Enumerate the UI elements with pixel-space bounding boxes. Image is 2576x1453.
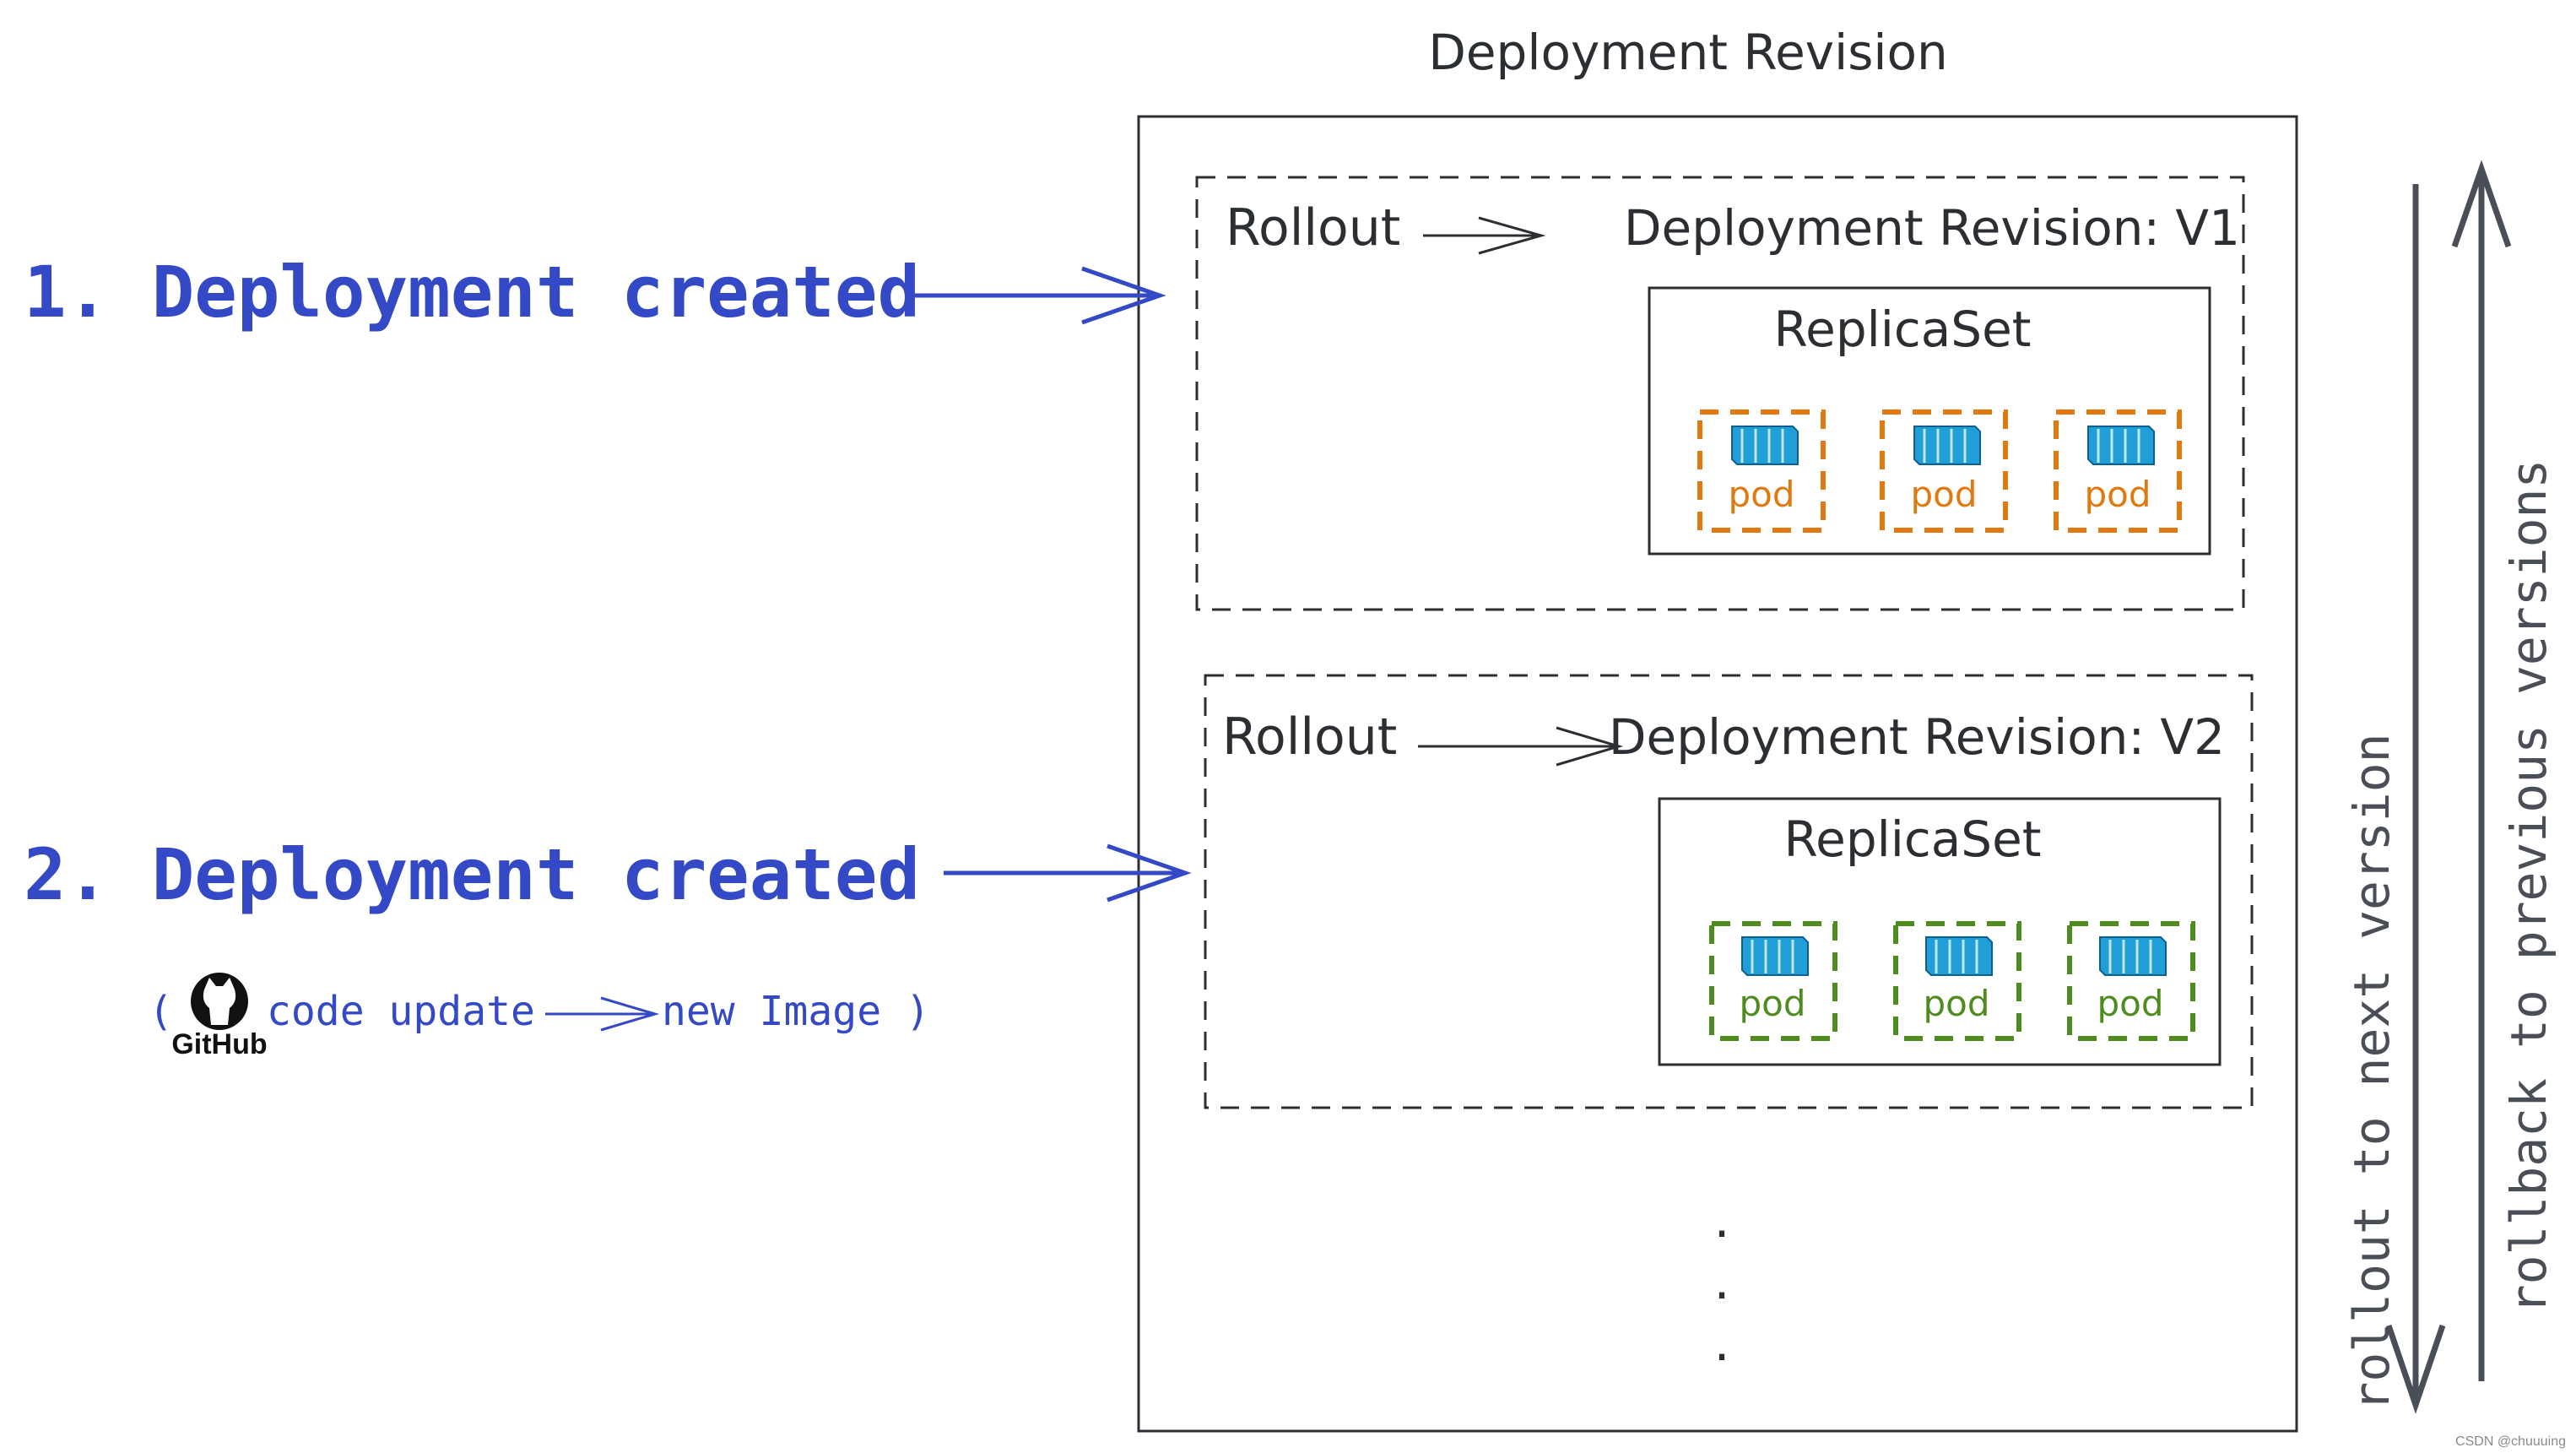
pod-label: pod <box>2084 474 2151 515</box>
step1-arrow <box>906 266 1166 325</box>
pod-v1-3: pod <box>2054 409 2182 533</box>
ellipsis-dot-3: · <box>1713 1328 1729 1387</box>
note-arrow <box>545 996 660 1032</box>
pod-label: pod <box>1739 983 1805 1024</box>
rollback-prev-arrow <box>2451 160 2512 1381</box>
ellipsis-dot-2: · <box>1713 1266 1729 1326</box>
pod-v1-1: pod <box>1697 409 1826 533</box>
rollout-next-label: rollout to next version <box>2343 733 2400 1411</box>
replicaset-v1-label: ReplicaSet <box>1773 301 2031 358</box>
container-icon <box>1925 936 1993 976</box>
diagram-title: Deployment Revision <box>1428 24 1948 81</box>
pod-label: pod <box>1923 983 1989 1024</box>
container-icon <box>1913 426 1981 465</box>
container-icon <box>1731 426 1799 465</box>
pod-label: pod <box>1728 474 1794 515</box>
pod-v2-2: pod <box>1893 921 2021 1041</box>
pod-v2-1: pod <box>1709 921 1837 1041</box>
pod-v1-2: pod <box>1880 409 2008 533</box>
container-icon <box>2099 936 2167 976</box>
footer-credit: CSDN @chuuuing <box>2455 1434 2566 1449</box>
rollback-prev-label: rollback to previous versions <box>2500 459 2557 1315</box>
github-icon <box>191 973 248 1030</box>
pod-v2-3: pod <box>2067 921 2195 1041</box>
note-code-update: code update <box>267 988 535 1035</box>
replicaset-v2-box <box>1658 797 2222 1066</box>
revision-v2-rollout-label: Rollout <box>1222 708 1397 767</box>
step2-arrow <box>944 843 1192 903</box>
note-open-paren: ( <box>149 988 173 1035</box>
ellipsis-dot-1: · <box>1713 1205 1729 1264</box>
revision-v2-title: Deployment Revision: V2 <box>1609 708 2225 766</box>
replicaset-v1-box <box>1648 286 2211 556</box>
container-icon <box>1741 936 1809 976</box>
revision-v2-dashed-box <box>1204 674 2254 1109</box>
pod-label: pod <box>2097 983 2163 1024</box>
revision-v2-rollout-arrow <box>1418 726 1624 767</box>
replicaset-v2-label: ReplicaSet <box>1783 811 2041 868</box>
step2-label: 2. Deployment created <box>24 833 920 916</box>
revision-v1-rollout-arrow <box>1423 216 1546 255</box>
note-new-image: new Image ) <box>662 988 930 1035</box>
revision-v1-title: Deployment Revision: V1 <box>1624 199 2240 257</box>
step1-label: 1. Deployment created <box>24 251 920 333</box>
deployment-revision-box <box>1137 115 2298 1433</box>
revision-v1-rollout-label: Rollout <box>1226 198 1400 258</box>
container-icon <box>2087 426 2155 465</box>
pod-label: pod <box>1910 474 1977 515</box>
revision-v1-dashed-box <box>1195 176 2245 611</box>
rollout-next-arrow <box>2385 184 2446 1414</box>
revision-v1-group: Rollout Deployment Revision: V1 ReplicaS… <box>1195 176 2245 611</box>
revision-v2-group: Rollout Deployment Revision: V2 ReplicaS… <box>1204 674 2254 1109</box>
github-logo-text: GitHub <box>171 1028 267 1060</box>
